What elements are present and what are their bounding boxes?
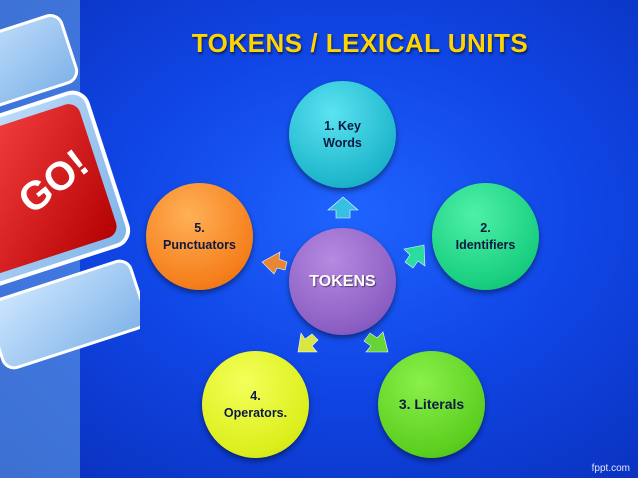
node-literals-label: 3. Literals [398, 396, 465, 412]
center-node-label: TOKENS [309, 273, 376, 290]
arrow-left-icon [261, 251, 288, 275]
node-key-words: 1. Key Words [289, 81, 396, 188]
go-key-decoration: GO! [0, 0, 140, 478]
node-key-words-label: 1. Key Words [323, 118, 362, 150]
center-node-tokens: TOKENS [289, 228, 396, 335]
node-operators-label: 4. Operators. [223, 388, 288, 420]
node-operators: 4. Operators. [202, 351, 309, 458]
arrow-up-icon [327, 196, 359, 219]
slide-title: TOKENS / LEXICAL UNITS [191, 28, 529, 58]
node-identifiers: 2. Identifiers [432, 183, 539, 290]
node-literals: 3. Literals [378, 351, 485, 458]
node-identifiers-label: 2. Identifiers [455, 220, 516, 252]
arrow-downright-icon [363, 331, 389, 353]
node-punctuators-label: 5. Punctuators [163, 220, 236, 252]
footer-brand: fppt.com [591, 463, 630, 474]
arrow-upright-icon [403, 244, 426, 269]
arrow-downleft-icon [297, 332, 319, 353]
node-punctuators: 5. Punctuators [146, 183, 253, 290]
